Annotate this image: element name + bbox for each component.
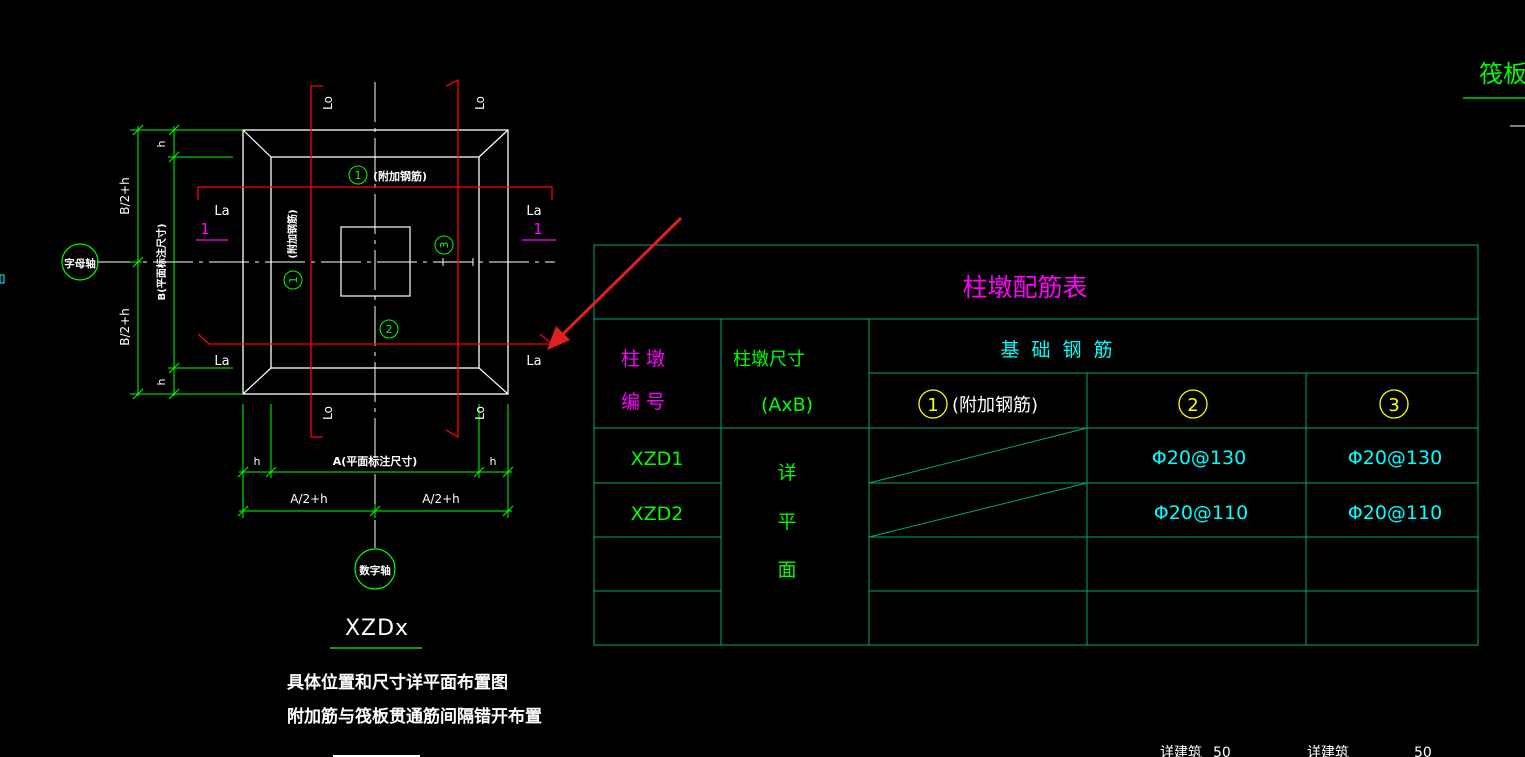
dim-a-label: A(平面标注尺寸) <box>333 454 418 468</box>
slope-line <box>242 129 272 158</box>
table-detail-char-1: 详 <box>777 462 796 484</box>
bottom-right-label: 详建筑 <box>1307 745 1349 757</box>
table-header-size-line2: (AxB) <box>761 394 813 416</box>
section-mark-right: 1 <box>533 220 543 238</box>
rebar-bubble-1-left <box>283 270 303 290</box>
dim-b-half-bottom: B/2+h <box>118 308 132 346</box>
dim-b-label: B(平面标注尺寸) <box>155 224 168 301</box>
table-sub3-num: 3 <box>1388 395 1399 416</box>
dim-h-bottom: h <box>155 378 168 385</box>
note-line-1: 具体位置和尺寸详平面布置图 <box>286 672 508 693</box>
table-sub1-num: 1 <box>927 395 938 416</box>
table-sub2-bubble <box>1178 389 1208 419</box>
section-mark-left: 1 <box>200 220 210 238</box>
table-row2-id: XZD2 <box>631 503 684 525</box>
dim-a-half-left: A/2+h <box>290 492 328 506</box>
note-line-2: 附加筋与筏板贯通筋间隔错开布置 <box>287 706 542 727</box>
rebar-1-label-top: (附加钢筋) <box>373 169 427 183</box>
axis-bubble-number <box>354 548 396 590</box>
rebar-bubble-2-num: 2 <box>386 323 393 336</box>
table-row1-id: XZD1 <box>631 448 684 470</box>
table-row2-rebar2: Φ20@110 <box>1154 502 1248 524</box>
anchor-la-bottom-right: La <box>526 354 541 369</box>
rebar-bubble-3-num: 3 <box>438 242 451 249</box>
pier-rebar-table <box>593 244 1479 646</box>
table-sub3-bubble <box>1379 389 1409 419</box>
rebar-bubble-1-top-num: 1 <box>355 169 362 182</box>
rebar-bubble-2 <box>379 319 399 339</box>
rebar-1-label-left: (附加钢筋) <box>286 209 299 258</box>
left-dimension-chain <box>130 124 243 400</box>
rebar-bubble-1-left-num: 1 <box>287 277 300 284</box>
slope-line <box>478 367 509 395</box>
dim-h-top: h <box>155 140 168 147</box>
rebar-bubble-3 <box>434 235 454 255</box>
table-detail-char-2: 平 <box>777 511 796 533</box>
axis-letter-label: 字母轴 <box>64 257 96 270</box>
bottom-right-value: 50 <box>1414 745 1432 757</box>
anchor-lo-top-right: Lo <box>473 96 487 110</box>
bottom-dimension-chain <box>237 404 514 518</box>
table-detail-char-3: 面 <box>777 559 796 581</box>
table-sub1-bubble <box>918 389 948 419</box>
anchor-la-top-right: La <box>526 204 541 219</box>
dim-a-half-right: A/2+h <box>422 492 460 506</box>
table-header-id-line1: 柱 墩 <box>621 348 665 370</box>
table-header-rebar: 基 础 钢 筋 <box>1000 339 1115 361</box>
pier-name: XZDx <box>345 616 409 641</box>
anchor-lo-top-left: Lo <box>321 96 335 110</box>
dim-h-left: h <box>254 455 261 468</box>
rebar-right <box>445 78 459 439</box>
table-row2-rebar3: Φ20@110 <box>1348 502 1442 524</box>
anchor-lo-bottom-right: Lo <box>473 406 487 420</box>
table-title: 柱墩配筋表 <box>962 273 1087 302</box>
bottom-left-label: 详建筑 <box>1160 745 1202 757</box>
table-row1-rebar3: Φ20@130 <box>1348 447 1442 469</box>
rebar-bottom <box>197 333 554 345</box>
bottom-left-value: 50 <box>1213 745 1231 757</box>
column-pier-plan: 字母轴 数字轴 B/2+h B/2+h B(平面标注尺寸) h h h h A(… <box>61 78 556 757</box>
anchor-lo-bottom-left: Lo <box>321 406 335 420</box>
table-header-id-line2: 编 号 <box>621 391 665 413</box>
corner-title: 筏板面 <box>1479 60 1525 88</box>
table-header-size-line1: 柱墩尺寸 <box>733 349 805 370</box>
dim-b-half-top: B/2+h <box>118 177 132 215</box>
dim-h-right: h <box>490 455 497 468</box>
anchor-la-bottom-left: La <box>214 354 229 369</box>
anchor-la-top-left: La <box>214 204 229 219</box>
slope-line <box>242 367 272 395</box>
rebar-top <box>197 186 553 200</box>
table-sub2-num: 2 <box>1187 395 1198 416</box>
edge-marker <box>0 274 5 284</box>
annotation-arrow <box>547 216 683 350</box>
axis-number-label: 数字轴 <box>358 564 391 577</box>
rebar-bubble-1-top <box>348 165 368 185</box>
slope-line <box>478 129 509 158</box>
axis-bubble-letter <box>61 243 99 281</box>
table-row1-rebar2: Φ20@130 <box>1152 447 1246 469</box>
rebar-left <box>310 85 323 438</box>
table-sub1-text: (附加钢筋) <box>952 395 1038 416</box>
